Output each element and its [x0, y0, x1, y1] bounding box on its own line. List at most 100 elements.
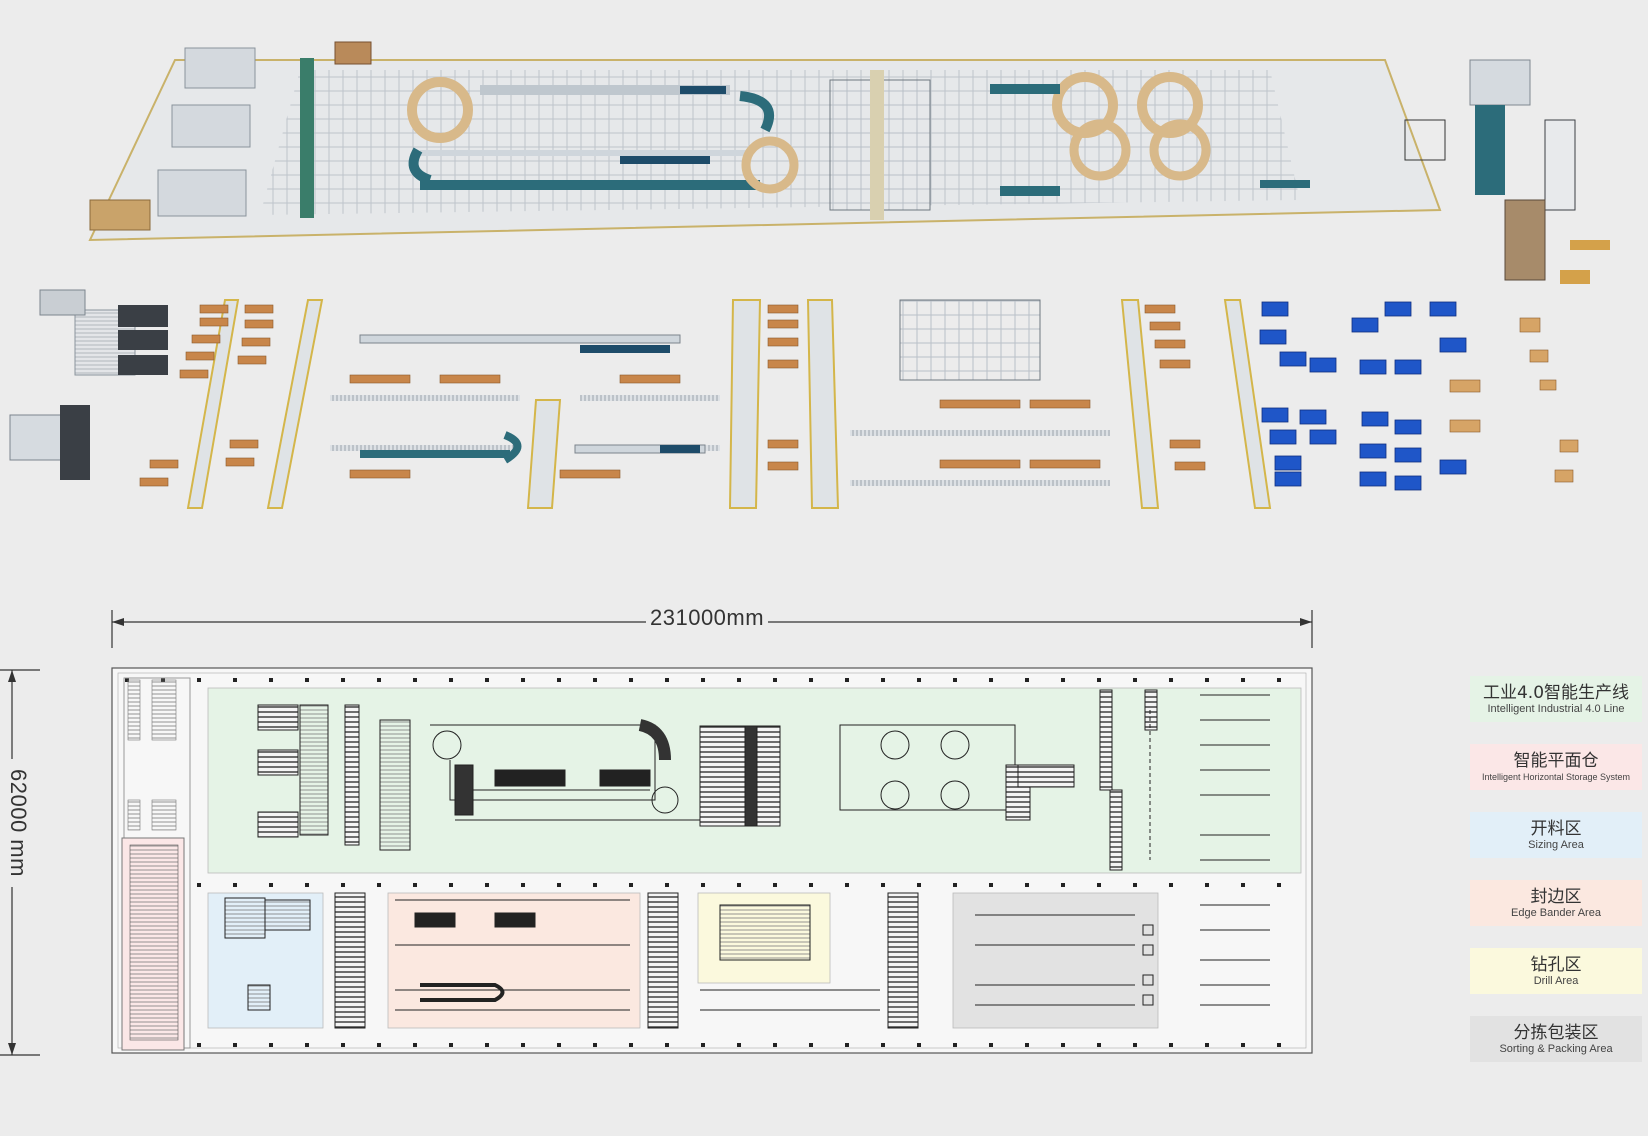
sizing-cells-3d	[89, 41, 372, 231]
column-dot	[341, 883, 345, 887]
column-dot	[881, 1043, 885, 1047]
column-dot	[557, 678, 561, 682]
column-dot	[413, 883, 417, 887]
drill-grid-mid	[899, 299, 1041, 381]
legend-en: Intelligent Horizontal Storage System	[1481, 771, 1631, 782]
column-dot	[377, 883, 381, 887]
legend-swatch-industrial	[1470, 676, 1642, 722]
column-dot	[233, 678, 237, 682]
column-dot	[1205, 1043, 1209, 1047]
width-dimension-label: 231000mm	[646, 605, 769, 631]
column-dot	[1061, 1043, 1065, 1047]
column-dot	[917, 883, 921, 887]
column-dot	[521, 678, 525, 682]
roller-conveyors	[330, 395, 1110, 486]
legend-zh: 开料区	[1530, 818, 1582, 839]
column-dot	[845, 678, 849, 682]
column-dot	[197, 883, 201, 887]
column-dot	[1133, 1043, 1137, 1047]
industrial-line-3d-view	[88, 41, 1610, 284]
legend-zh: 工业4.0智能生产线	[1482, 682, 1630, 703]
column-dot	[197, 678, 201, 682]
column-dot	[845, 883, 849, 887]
column-dot	[629, 883, 633, 887]
column-dot	[485, 883, 489, 887]
column-dot	[305, 678, 309, 682]
column-dot	[449, 678, 453, 682]
legend-swatch-sorting	[1470, 1016, 1642, 1062]
column-dot	[737, 1043, 741, 1047]
column-dot	[1025, 883, 1029, 887]
column-dot	[917, 678, 921, 682]
column-dot	[1061, 678, 1065, 682]
blue-bins	[1259, 301, 1467, 491]
column-dot	[1169, 1043, 1173, 1047]
column-dot	[593, 678, 597, 682]
legend-en: Intelligent Industrial 4.0 Line	[1487, 702, 1625, 715]
lower-zones-plan	[224, 892, 1270, 1029]
column-dot	[413, 678, 417, 682]
column-dot	[989, 883, 993, 887]
storage-system-3d-view	[9, 289, 1579, 509]
legend-item-storage-system: 智能平面仓 Intelligent Horizontal Storage Sys…	[1470, 744, 1642, 790]
column-dot	[701, 678, 705, 682]
legend-swatch-edge-bander	[1470, 880, 1642, 926]
column-dot	[305, 883, 309, 887]
column-dot	[341, 678, 345, 682]
column-dot	[449, 883, 453, 887]
column-dot	[1241, 883, 1245, 887]
column-dot	[305, 1043, 309, 1047]
column-dot	[881, 883, 885, 887]
zone-sorting-packing	[952, 892, 1159, 1029]
column-dot	[1097, 1043, 1101, 1047]
column-dot	[485, 1043, 489, 1047]
column-dot	[1061, 883, 1065, 887]
column-dot	[233, 883, 237, 887]
edge-bander-lines-mid	[359, 334, 706, 464]
column-dot	[1097, 678, 1101, 682]
edge-bander-lines-3d	[408, 85, 775, 190]
column-dot	[737, 883, 741, 887]
column-dot	[1241, 1043, 1245, 1047]
packed-cartons	[1449, 317, 1579, 483]
legend-item-edge-bander-area: 封边区 Edge Bander Area	[1470, 880, 1642, 926]
column-dot	[1277, 678, 1281, 682]
robot-cells-3d	[407, 72, 1211, 194]
column-dot	[269, 1043, 273, 1047]
column-dot	[125, 678, 129, 682]
column-dot	[521, 1043, 525, 1047]
legend-zh: 分拣包装区	[1513, 1022, 1599, 1043]
wood-panel-stacks	[139, 304, 1206, 487]
column-dot	[1133, 678, 1137, 682]
left-storage-strip	[121, 677, 191, 1051]
column-dot	[809, 1043, 813, 1047]
column-dot	[953, 883, 957, 887]
column-dot	[593, 883, 597, 887]
column-dot	[557, 883, 561, 887]
legend-en: Drill Area	[1533, 974, 1579, 987]
column-dot	[1025, 678, 1029, 682]
column-dot	[989, 678, 993, 682]
legend-en: Sizing Area	[1528, 838, 1584, 851]
legend-swatch-sizing	[1470, 812, 1642, 858]
legend-en: Sorting & Packing Area	[1499, 1042, 1613, 1055]
column-dot	[989, 1043, 993, 1047]
column-dot	[737, 678, 741, 682]
cutting-machines-3d	[9, 289, 168, 480]
column-dot	[1097, 883, 1101, 887]
column-dot	[1169, 678, 1173, 682]
storage-aisles-3d	[186, 299, 1272, 509]
factory-floor-plan	[111, 667, 1313, 1054]
column-dot	[953, 678, 957, 682]
column-dot	[593, 1043, 597, 1047]
column-dot	[413, 1043, 417, 1047]
column-dot	[269, 678, 273, 682]
column-dot	[665, 1043, 669, 1047]
legend-swatch-storage	[1470, 744, 1642, 790]
legend-zh: 钻孔区	[1530, 954, 1582, 975]
column-dot	[1277, 1043, 1281, 1047]
column-dot	[1205, 883, 1209, 887]
column-dot	[485, 678, 489, 682]
column-dot	[557, 1043, 561, 1047]
drill-block-3d	[829, 70, 931, 220]
